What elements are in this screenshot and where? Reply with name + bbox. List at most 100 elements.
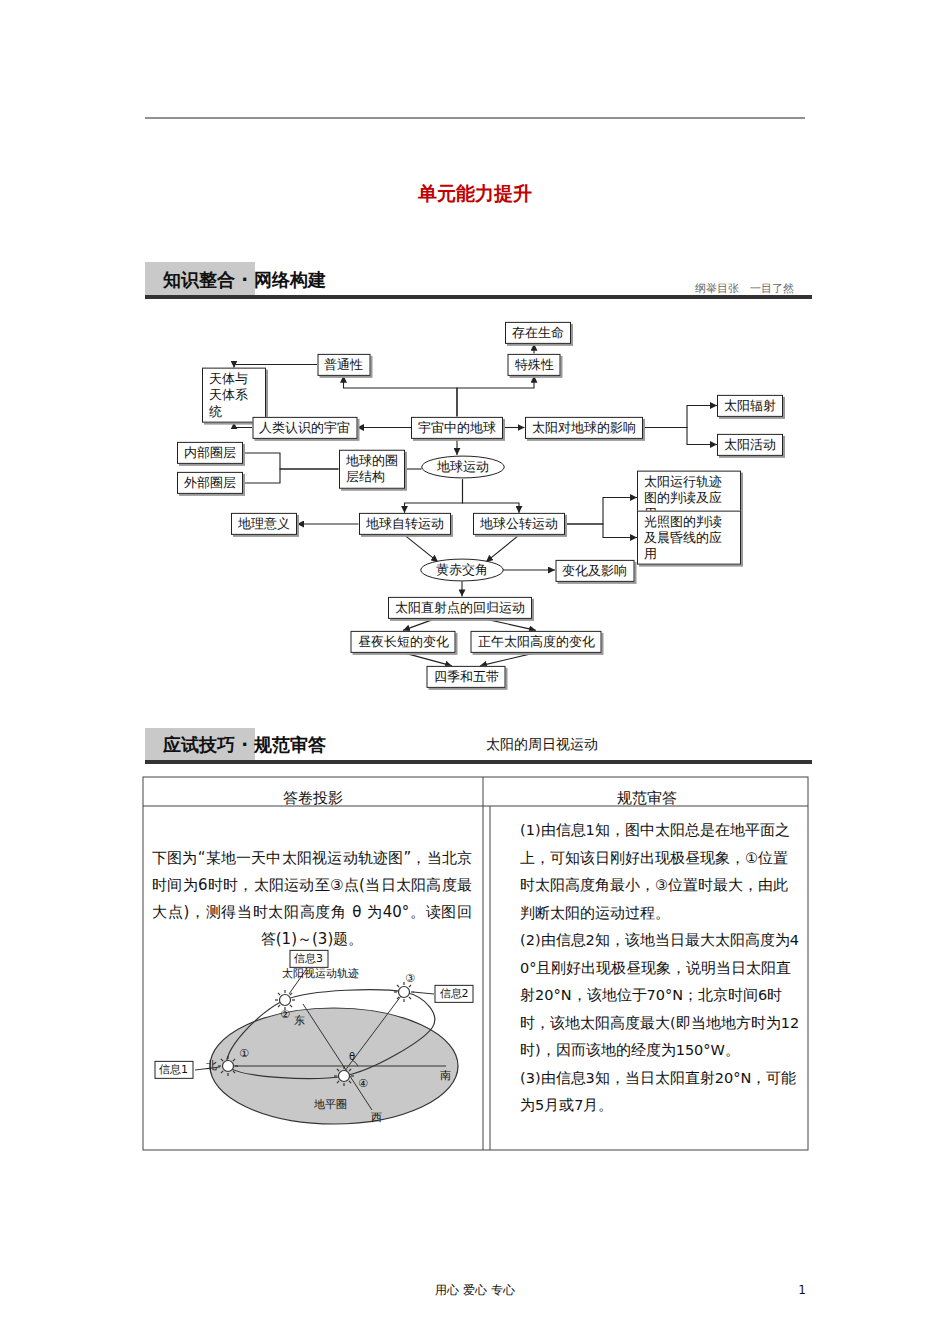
- sun-symbol: [334, 1066, 354, 1086]
- connector: [243, 469, 339, 483]
- concept-box: 宇宙中的地球: [411, 416, 503, 438]
- table-rule: [143, 806, 808, 807]
- top-rule: [145, 118, 805, 119]
- node-text: 宇宙中的地球: [418, 419, 496, 435]
- north-south-line: [222, 1066, 446, 1067]
- connector: [243, 453, 339, 469]
- concept-box: 太阳直射点的回归运动: [388, 596, 532, 618]
- question-text: 下图为“某地一天中太阳视运动轨迹图”，当北京时间为6时时，太阳运动至③点(当日太…: [152, 845, 472, 953]
- header-rule: [145, 760, 812, 764]
- node-text: 变化及影响: [562, 563, 627, 579]
- sun-symbol: [275, 990, 295, 1010]
- connector: [565, 498, 637, 525]
- sun-trajectory: [227, 990, 435, 1079]
- angle-label: θ: [349, 1051, 355, 1062]
- info-tag: 信息3: [289, 950, 328, 968]
- node-text: 信息1: [159, 1063, 188, 1077]
- callout-number: ②: [280, 1008, 290, 1021]
- info-tag: 信息1: [154, 1061, 193, 1079]
- connector: [405, 535, 439, 562]
- answer-paragraph: (2)由信息2知，该地当日最大太阳高度为40°且刚好出现极昼现象，说明当日太阳直…: [520, 927, 802, 1065]
- leader-line: [413, 992, 434, 994]
- connector: [344, 376, 458, 417]
- section-heading: 应试技巧 · 规范审答: [163, 733, 326, 757]
- node-text: 四季和五带: [434, 669, 499, 685]
- connector: [643, 406, 718, 428]
- sun-symbol: [218, 1056, 238, 1076]
- concept-box: 普通性: [317, 353, 370, 375]
- concept-ellipse: 地球运动: [420, 455, 506, 479]
- callout-number: ③: [405, 972, 415, 985]
- connector: [565, 524, 637, 538]
- header-rule: [145, 295, 812, 299]
- sun-ray-line: [344, 992, 404, 1072]
- concept-box: 特殊性: [508, 353, 561, 375]
- table-header: 答卷投影: [283, 789, 343, 808]
- concept-box: 四季和五带: [427, 666, 506, 688]
- connector: [463, 479, 520, 513]
- connector: [484, 619, 537, 631]
- node-text: 普通性: [324, 356, 363, 372]
- answer-paragraph: (1)由信息1知，图中太阳总是在地平面之上，可知该日刚好出现极昼现象，①位置时太…: [520, 817, 802, 927]
- connector: [405, 468, 422, 469]
- concept-box: 太阳辐射: [717, 394, 783, 416]
- connector: [533, 344, 534, 354]
- node-text: 地球自转运动: [366, 516, 444, 532]
- figure-label: 地平圈: [314, 1098, 347, 1112]
- node-text: 外部圈层: [184, 475, 236, 491]
- page-footer: 用心 爱心 专心: [435, 1282, 515, 1299]
- connector: [297, 523, 359, 524]
- table-rule: [490, 806, 491, 1150]
- answer-column: (1)由信息1知，图中太阳总是在地平面之上，可知该日刚好出现极昼现象，①位置时太…: [520, 817, 802, 1120]
- node-text: 人类认识的宇宙: [259, 419, 350, 435]
- node-text: 太阳活动: [724, 436, 776, 452]
- node-text: 黄赤交角: [436, 562, 488, 578]
- node-text: 特殊性: [515, 356, 554, 372]
- horizon-ellipse: [210, 1008, 458, 1124]
- sun-symbol: [394, 982, 414, 1002]
- connector: [405, 479, 463, 513]
- node-text: 地球的圈层结构: [346, 453, 398, 486]
- section-slogan: 纲举目张 一目了然: [695, 281, 794, 296]
- concept-box: 昼夜长短的变化: [351, 630, 456, 652]
- node-text: 内部圈层: [184, 445, 236, 461]
- connector: [503, 569, 555, 570]
- info-tag: 信息2: [435, 985, 474, 1003]
- connector: [643, 428, 718, 445]
- connector: [486, 535, 519, 562]
- table-rule: [483, 777, 484, 1150]
- concept-box: 变化及影响: [555, 560, 634, 582]
- direction-label: 北: [206, 1059, 217, 1073]
- concept-box: 正午太阳高度的变化: [471, 630, 602, 652]
- concept-box: 天体与天体系统: [202, 368, 266, 423]
- table-header: 规范审答: [617, 789, 677, 808]
- node-text: 地球公转运动: [480, 516, 558, 532]
- node-text: 信息2: [440, 987, 469, 1001]
- connector: [457, 376, 534, 417]
- node-text: 太阳直射点的回归运动: [395, 599, 525, 615]
- east-west-line: [303, 1004, 372, 1110]
- section-heading: 知识整合 · 网络构建: [163, 268, 326, 292]
- connector: [480, 653, 536, 666]
- node-text: 存在生命: [512, 324, 564, 340]
- concept-box: 地球自转运动: [359, 513, 451, 535]
- concept-box: 地球的圈层结构: [339, 450, 405, 489]
- node-text: 信息3: [294, 952, 323, 966]
- page-number: 1: [798, 1283, 806, 1297]
- direction-label: 西: [371, 1111, 382, 1125]
- connector: [403, 619, 436, 631]
- node-text: 天体与天体系统: [209, 371, 259, 420]
- concept-box: 人类认识的宇宙: [252, 416, 357, 438]
- connector: [403, 653, 452, 666]
- concept-box: 光照图的判读及晨昏线的应用: [637, 510, 741, 565]
- connector: [456, 439, 457, 455]
- concept-box: 存在生命: [505, 321, 571, 343]
- node-text: 光照图的判读及晨昏线的应用: [644, 513, 734, 562]
- node-text: 昼夜长短的变化: [358, 633, 449, 649]
- concept-box: 地理意义: [231, 513, 297, 535]
- concept-box: 地球公转运动: [473, 513, 565, 535]
- callout-number: ④: [358, 1077, 368, 1090]
- node-text: 地球运动: [437, 459, 489, 475]
- node-text: 太阳辐射: [724, 397, 776, 413]
- concept-box: 太阳对地球的影响: [525, 416, 643, 438]
